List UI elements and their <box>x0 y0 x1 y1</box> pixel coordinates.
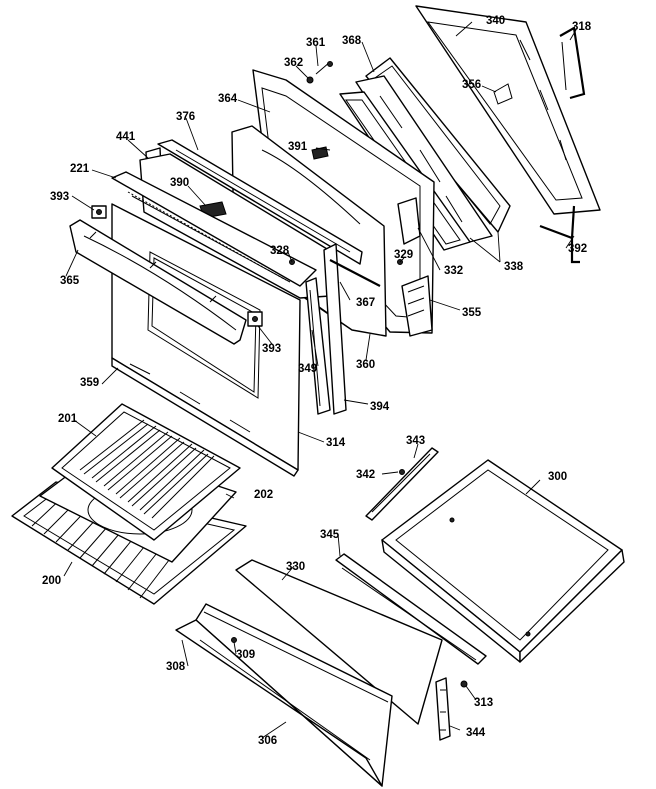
label-355: 355 <box>462 307 482 319</box>
door-handle <box>69 219 247 345</box>
label-365: 365 <box>60 275 80 287</box>
label-368: 368 <box>342 35 362 47</box>
label-309: 309 <box>236 649 255 661</box>
label-300: 300 <box>548 471 567 483</box>
door-latch-clip <box>493 83 513 105</box>
door-side-trim <box>305 243 347 415</box>
leader-lines <box>63 21 577 739</box>
label-221: 221 <box>70 163 90 175</box>
label-328: 328 <box>270 245 290 257</box>
label-202: 202 <box>254 489 273 501</box>
label-376: 376 <box>176 111 195 123</box>
label-332: 332 <box>444 265 463 277</box>
label-360: 360 <box>356 359 375 371</box>
drawer-side-rail <box>335 553 487 665</box>
label-394: 394 <box>370 401 390 413</box>
broil-pan-slots <box>79 419 215 519</box>
label-393-left: 393 <box>50 191 69 203</box>
drawer-slide-screw <box>460 680 468 688</box>
label-345: 345 <box>320 529 340 541</box>
drawer-glide <box>435 677 451 741</box>
label-361: 361 <box>306 37 326 49</box>
door-hinge-assembly <box>397 197 433 337</box>
door-bottom-trim <box>111 357 299 477</box>
door-back-frame <box>415 5 601 215</box>
door-badge-plate <box>311 146 329 160</box>
label-201: 201 <box>58 413 78 425</box>
slide-screw <box>399 469 405 475</box>
drawer-panel-screw <box>231 637 237 643</box>
label-318: 318 <box>572 21 592 33</box>
label-342: 342 <box>356 469 375 481</box>
label-392: 392 <box>568 243 587 255</box>
label-362: 362 <box>284 57 303 69</box>
label-441: 441 <box>116 131 136 143</box>
door-rod <box>329 259 381 287</box>
label-330: 330 <box>286 561 305 573</box>
label-329: 329 <box>394 249 413 261</box>
label-308: 308 <box>166 661 186 673</box>
drawer-kick-panel <box>175 603 393 787</box>
drawer-slide-rail <box>365 447 439 521</box>
label-306: 306 <box>258 735 277 747</box>
label-391: 391 <box>288 141 308 153</box>
label-314: 314 <box>326 437 346 449</box>
label-338: 338 <box>504 261 524 273</box>
label-200: 200 <box>42 575 61 587</box>
door-top-trim <box>157 139 363 265</box>
label-364: 364 <box>218 93 238 105</box>
handle-end-cap-right <box>247 311 263 327</box>
label-393-right: 393 <box>262 343 281 355</box>
label-313: 313 <box>474 697 493 709</box>
label-349: 349 <box>298 363 317 375</box>
label-356: 356 <box>462 79 481 91</box>
handle-end-cap-left <box>91 205 107 219</box>
door-handle-bracket <box>559 26 586 100</box>
label-367: 367 <box>356 297 375 309</box>
oven-rack-wires <box>31 493 193 599</box>
label-359: 359 <box>80 377 99 389</box>
door-spring-rod <box>539 205 580 264</box>
label-390: 390 <box>170 177 189 189</box>
label-344: 344 <box>466 727 486 739</box>
callout-labels: 340 318 361 368 362 356 364 376 441 391 … <box>42 15 592 747</box>
label-343: 343 <box>406 435 425 447</box>
door-inner-glass <box>355 75 493 245</box>
label-340: 340 <box>486 15 505 27</box>
storage-drawer-box <box>381 459 625 663</box>
broil-pan-insert <box>51 403 241 541</box>
drawer-front-panel <box>235 559 443 725</box>
door-outer-top <box>111 171 317 287</box>
